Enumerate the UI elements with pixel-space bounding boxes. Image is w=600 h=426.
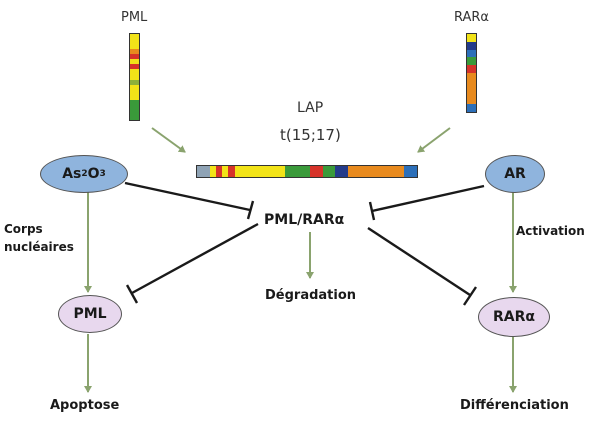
as2o3-as: As: [62, 166, 82, 182]
bar-segment: [215, 166, 223, 177]
inhibit-fusion-to-pml: [131, 222, 259, 295]
bar-segment: [322, 166, 336, 177]
as2o3-sub-3: 3: [99, 169, 106, 179]
bar-segment: [209, 166, 216, 177]
ar-label: AR: [504, 166, 526, 182]
pml-node-label: PML: [73, 306, 107, 322]
pml-gene-bar: [129, 33, 140, 121]
bar-segment: [130, 49, 139, 55]
bar-segment: [234, 166, 285, 177]
bar-segment: [284, 166, 311, 177]
bar-segment: [130, 59, 139, 65]
bar-segment: [130, 79, 139, 85]
activation-label: Activation: [516, 224, 585, 238]
as2o3-sub-2: 2: [81, 169, 88, 179]
corps-nucleaires-line1: Corps: [4, 222, 43, 236]
bar-segment: [130, 34, 139, 50]
inhibit-fusion-to-pml-bar: [125, 284, 139, 304]
arrow-pml-to-fusion: [151, 127, 186, 153]
inhibit-as2o3-to-fusion: [124, 181, 251, 212]
arrow-rara-to-fusion: [417, 127, 451, 153]
bar-segment: [467, 104, 476, 112]
bar-segment: [467, 49, 476, 58]
corps-nucleaires-line2: nucléaires: [4, 240, 74, 254]
apoptose-label: Apoptose: [50, 398, 120, 413]
inhibit-fusion-to-rara: [367, 226, 471, 297]
bar-segment: [467, 72, 476, 105]
degradation-label: Dégradation: [265, 288, 357, 303]
bar-segment: [130, 64, 139, 70]
pml-gene-label: PML: [121, 10, 148, 25]
bar-segment: [467, 65, 476, 73]
bar-segment: [130, 99, 139, 121]
bar-segment: [130, 84, 139, 100]
inhibit-ar-to-fusion: [371, 184, 485, 213]
bar-segment: [335, 166, 348, 177]
bar-segment: [130, 54, 139, 60]
bar-segment: [130, 69, 139, 80]
rara-gene-label: RARα: [454, 10, 490, 25]
differenciation-label: Différenciation: [460, 398, 569, 413]
rara-node-label: RARα: [492, 309, 535, 325]
bar-segment: [467, 34, 476, 42]
as2o3-o: O: [87, 166, 100, 182]
fusion-protein-label: PML/RARα: [264, 212, 345, 228]
bar-segment: [467, 41, 476, 50]
translocation-label: t(15;17): [280, 126, 341, 144]
fusion-gene-bar: [196, 165, 418, 178]
inhibit-as2o3-to-fusion-bar: [246, 200, 255, 220]
rara-node: RARα: [478, 297, 550, 337]
inhibit-fusion-to-rara-bar: [463, 286, 477, 306]
bar-segment: [310, 166, 323, 177]
bar-segment: [404, 166, 418, 177]
bar-segment: [347, 166, 405, 177]
bar-segment: [197, 166, 210, 177]
inhibit-ar-to-fusion-bar: [368, 201, 376, 221]
rara-gene-bar: [466, 33, 477, 113]
bar-segment: [228, 166, 235, 177]
pml-node: PML: [58, 295, 122, 333]
ar-node: AR: [485, 155, 545, 193]
bar-segment: [467, 57, 476, 66]
lap-label: LAP: [297, 100, 324, 116]
bar-segment: [222, 166, 229, 177]
